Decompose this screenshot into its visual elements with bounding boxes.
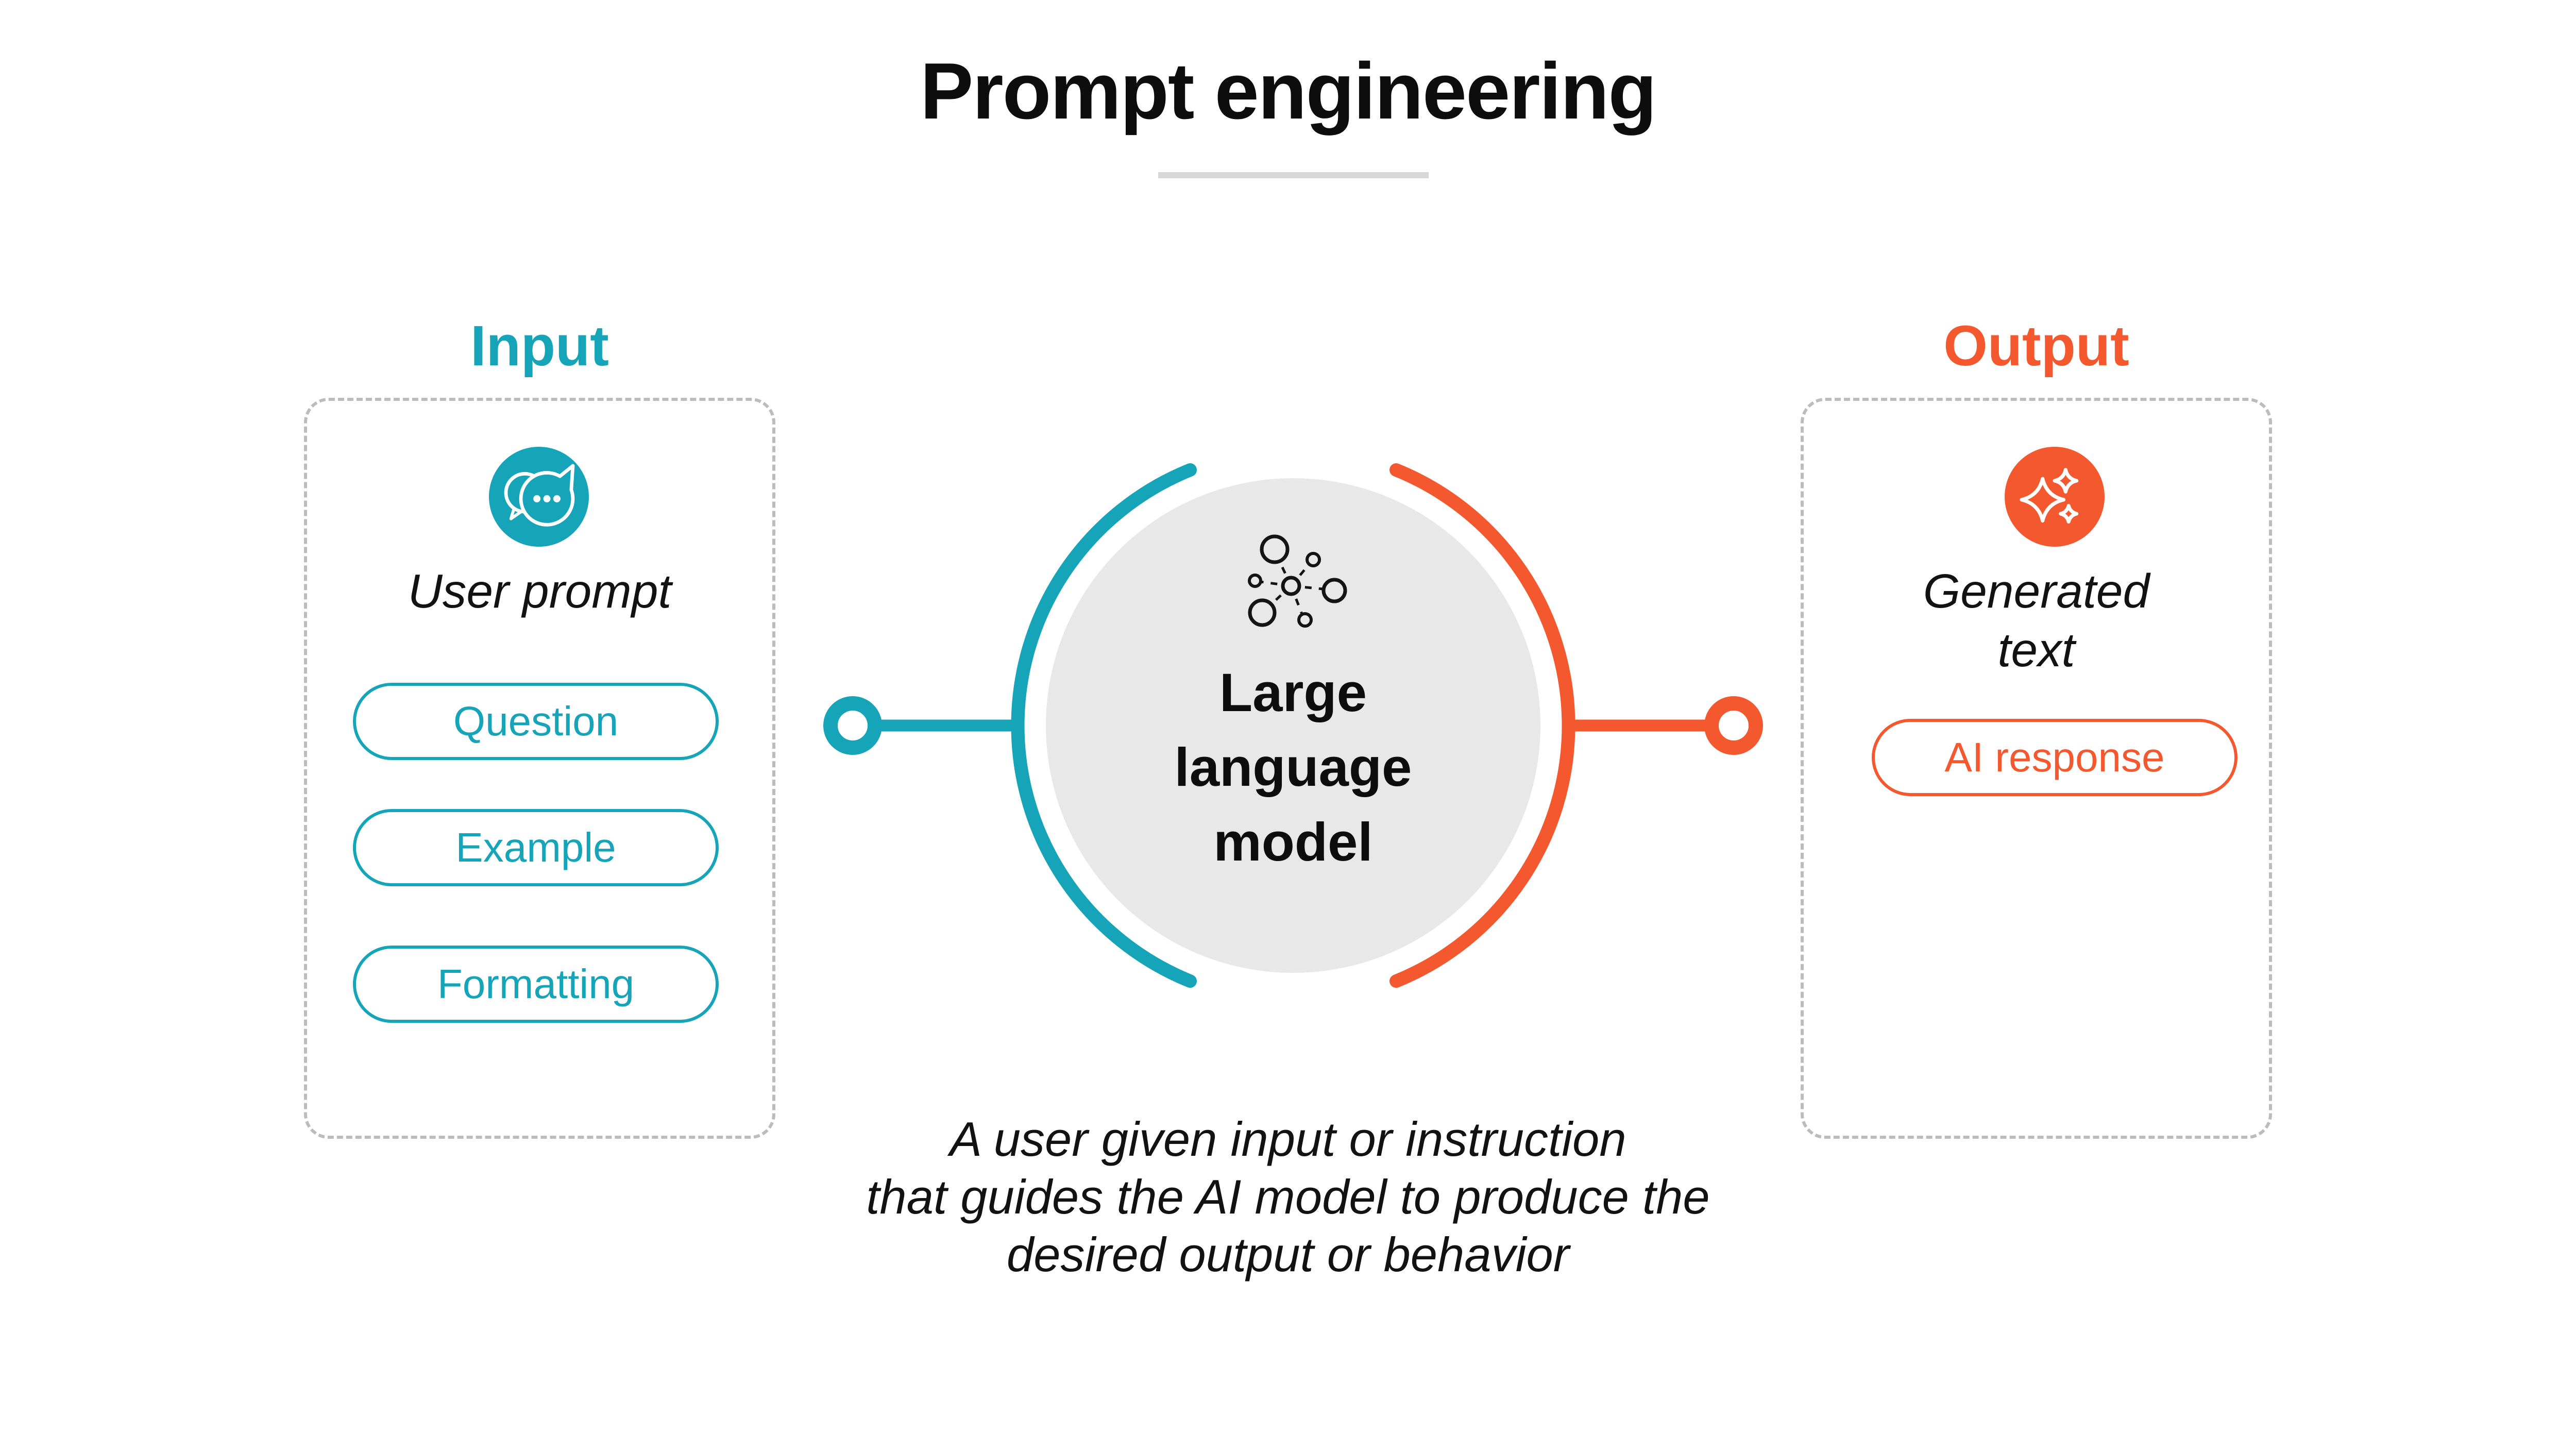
output-panel: [1801, 398, 2272, 1139]
sparkles-icon: [2005, 447, 2105, 547]
generated-text-line1: Generated: [1923, 564, 2150, 618]
chat-bubbles-icon: [489, 447, 589, 547]
pill-ai-response: AI response: [1872, 719, 2238, 796]
generated-text-line2: text: [1997, 623, 2075, 677]
caption: A user given input or instruction that g…: [0, 1110, 2576, 1284]
output-heading: Output: [1943, 314, 2129, 378]
caption-line1: A user given input or instruction: [950, 1112, 1626, 1166]
pill-question: Question: [353, 683, 719, 760]
pill-example: Example: [353, 809, 719, 886]
pill-formatting: Formatting: [353, 946, 719, 1023]
caption-line3: desired output or behavior: [1006, 1227, 1570, 1282]
llm-label-line2: language: [1174, 737, 1412, 798]
llm-circle: [1046, 478, 1540, 973]
input-panel: [304, 398, 775, 1139]
input-connector-ring: [823, 696, 882, 755]
network-nodes-icon: [1248, 534, 1347, 628]
user-prompt-label: User prompt: [408, 564, 672, 618]
llm-label-line1: Large: [1219, 663, 1367, 723]
page-title: Prompt engineering: [920, 46, 1657, 136]
title-underline: [1158, 172, 1429, 178]
input-heading: Input: [470, 314, 609, 378]
generated-text-label: Generated text: [1801, 562, 2272, 679]
caption-line2: that guides the AI model to produce the: [866, 1170, 1710, 1224]
llm-label: Large language model: [1061, 655, 1525, 880]
llm-label-line3: model: [1213, 812, 1373, 872]
output-connector-ring: [1704, 696, 1763, 755]
